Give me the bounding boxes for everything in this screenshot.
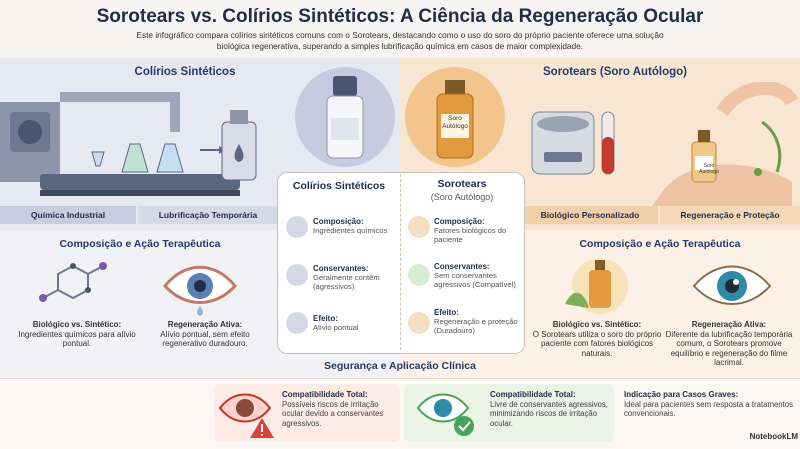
label-temporary-lubrication: Lubrificação Temporária: [138, 206, 278, 224]
skull-icon: [286, 264, 308, 286]
card-right-subtitle: (Soro Autólogo): [430, 192, 494, 202]
brand-mark: NotebookLM: [749, 432, 798, 441]
mid-safety-text: Compatibilidade Total:Livre de conservan…: [490, 390, 608, 428]
page-title: Sorotears vs. Colírios Sintéticos: A Ciê…: [96, 6, 704, 27]
label-industrial-chemistry: Química Industrial: [0, 206, 136, 224]
comparison-card: [277, 172, 525, 354]
right-item-biologic: Biológico vs. Sintético:O Sorotears util…: [532, 320, 662, 358]
right-panel-title: Sorotears (Soro Autólogo): [543, 66, 687, 78]
card-divider: [400, 174, 402, 350]
dry-eye-icon: [163, 265, 237, 316]
molecule-icon: [39, 262, 107, 302]
card-left-row-preservatives: Conservantes:Geralmente contêm (agressiv…: [313, 264, 380, 291]
left-item-biologic: Biológico vs. Sintético:Ingredientes quí…: [18, 320, 136, 348]
healthy-eye-check-icon: [416, 393, 474, 436]
card-right-row-effect: Efeito:Regeneração e proteção (Duradouro…: [434, 308, 518, 335]
irritated-eye-warning-icon: [218, 393, 274, 438]
right-section-title: Composição e Ação Terapêutica: [579, 238, 741, 250]
left-section-title: Composição e Ação Terapêutica: [59, 238, 221, 250]
card-right-row-composition: Composição:Fatores biológicos do pacient…: [434, 217, 507, 244]
bottle-label-center: Soro Autólogo: [442, 115, 468, 130]
bottle-label-hand: Soro Autólogo: [699, 163, 719, 175]
left-warning-text: Compatibilidade Total:Possíveis riscos d…: [282, 390, 384, 428]
eye-icon: [408, 312, 430, 334]
flask-icon: [286, 216, 308, 238]
timer-icon: [286, 312, 308, 334]
right-item-regeneration: Regeneração Ativa:Diferente da lubrifica…: [665, 320, 793, 367]
shield-check-icon: [408, 264, 430, 286]
card-right-row-preservatives: Conservantes:Sem conservantes agressivos…: [434, 262, 516, 289]
label-regeneration-protection: Regeneração e Proteção: [660, 206, 800, 224]
centrifuge-illustration: [531, 82, 799, 206]
serum-bottle-icon: [565, 258, 628, 314]
label-personalized-biologic: Biológico Personalizado: [522, 206, 658, 224]
card-right-title: Sorotears: [437, 178, 487, 190]
dna-icon: [408, 216, 430, 238]
right-indication-text: Indicação para Casos Graves:Ideal para p…: [624, 390, 794, 418]
page-subtitle: Este infográfico compara colírios sintét…: [136, 30, 664, 51]
safety-section: [0, 378, 800, 449]
card-left-row-effect: Efeito:Alívio pontual: [313, 314, 359, 332]
left-item-regeneration: Regeneração Ativa:Alívio pontual, sem ef…: [160, 320, 250, 348]
safety-section-title: Segurança e Aplicação Clínica: [324, 360, 476, 372]
left-panel-title: Colírios Sintéticos: [134, 66, 236, 78]
card-left-title: Colírios Sintéticos: [292, 180, 386, 192]
healthy-eye-icon: [692, 265, 772, 305]
card-left-row-composition: Composição:Ingredientes químicos: [313, 217, 388, 235]
center-bottles: [295, 67, 505, 167]
factory-illustration: [0, 92, 257, 196]
